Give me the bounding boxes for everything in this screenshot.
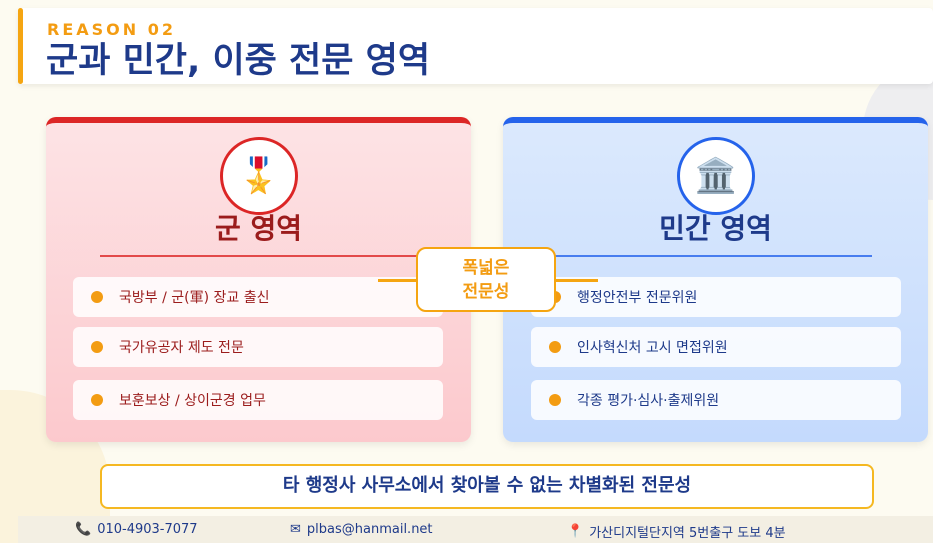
location-text: 가산디지털단지역 5번출구 도보 4분 [589, 526, 786, 541]
phone-text: 010-4903-7077 [97, 522, 198, 537]
eyebrow-label: REASON 02 [47, 20, 176, 39]
bullet-icon [91, 394, 103, 406]
badge-line: 폭넓은 [462, 257, 510, 278]
item-label: 인사혁신처 고시 면접위원 [577, 340, 728, 356]
expertise-badge: 폭넓은 전문성 [416, 247, 556, 312]
government-building-icon: 🏛️ [677, 137, 755, 215]
item-label: 국가유공자 제도 전문 [119, 340, 244, 356]
bullet-icon [549, 341, 561, 353]
military-title: 군 영역 [214, 212, 303, 245]
badge-line: 전문성 [462, 281, 510, 302]
bullet-icon [549, 394, 561, 406]
list-item: 국가유공자 제도 전문 [73, 327, 443, 367]
location-pin-icon: 📍 [567, 524, 584, 539]
list-item: 보훈보상 / 상이군경 업무 [73, 380, 443, 420]
page-header: REASON 02 군과 민간, 이중 전문 영역 [18, 8, 933, 84]
list-item: 행정안전부 전문위원 [531, 277, 901, 317]
list-item: 인사혁신처 고시 면접위원 [531, 327, 901, 367]
divider [100, 255, 417, 257]
item-label: 행정안전부 전문위원 [577, 290, 698, 306]
list-item: 국방부 / 군(軍) 장교 출신 [73, 277, 443, 317]
item-label: 각종 평가·심사·출제위원 [577, 393, 720, 409]
civil-title: 민간 영역 [659, 212, 772, 245]
bullet-icon [91, 291, 103, 303]
list-item: 각종 평가·심사·출제위원 [531, 380, 901, 420]
phone-icon: 📞 [75, 522, 92, 537]
summary-banner: 타 행정사 사무소에서 찾아볼 수 없는 차별화된 전문성 [100, 464, 874, 509]
footer: 📞 010-4903-7077 ✉ plbas@hanmail.net 📍 가산디지털… [18, 516, 933, 543]
footer-phone[interactable]: 📞 010-4903-7077 [75, 522, 198, 537]
item-label: 국방부 / 군(軍) 장교 출신 [119, 290, 270, 306]
bullet-icon [91, 341, 103, 353]
medal-icon: 🎖️ [220, 137, 298, 215]
item-label: 보훈보상 / 상이군경 업무 [119, 393, 266, 409]
footer-location: 📍 가산디지털단지역 5번출구 도보 4분 [567, 522, 786, 541]
mail-icon: ✉ [290, 522, 301, 537]
footer-email[interactable]: ✉ plbas@hanmail.net [290, 522, 433, 537]
accent-bar [18, 8, 23, 84]
divider [555, 255, 872, 257]
email-text: plbas@hanmail.net [306, 522, 433, 537]
page-title: 군과 민간, 이중 전문 영역 [46, 41, 431, 81]
